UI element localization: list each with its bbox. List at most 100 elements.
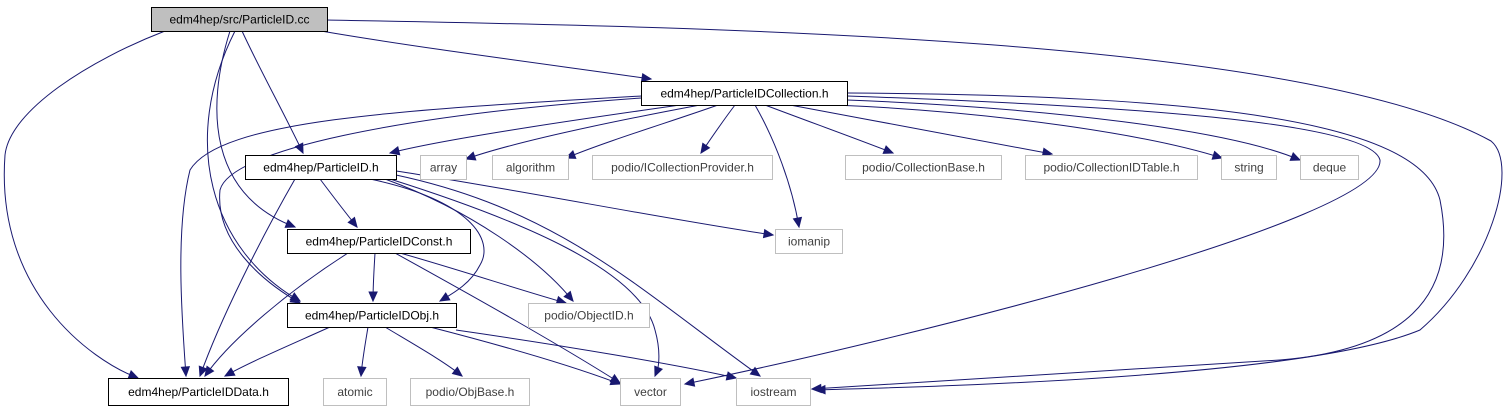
edge-arrowhead (180, 366, 191, 378)
edge-arrowhead (451, 366, 463, 377)
edge-line (326, 19, 1503, 391)
node-box (245, 155, 397, 180)
edge-arrowhead (127, 369, 140, 379)
node-label: string (1234, 161, 1263, 175)
edge-arrowhead (368, 291, 378, 303)
edge-arrowhead (223, 367, 236, 377)
edge-pid_coll-to-array (464, 104, 701, 161)
node-pid_h[interactable]: edm4hep/ParticleID.h (245, 155, 397, 180)
node-box (1300, 155, 1359, 180)
node-label: edm4hep/ParticleIDConst.h (306, 235, 453, 249)
node-pid_coll[interactable]: edm4hep/ParticleIDCollection.h (641, 81, 848, 106)
node-pid_cc[interactable]: edm4hep/src/ParticleID.cc (151, 7, 328, 32)
edge-arrowhead (762, 228, 775, 239)
node-objbase: podio/ObjBase.h (410, 378, 530, 406)
edge-line (224, 326, 331, 377)
node-collidtable: podio/CollectionIDTable.h (1025, 155, 1198, 180)
node-box (775, 229, 843, 254)
edge-line (199, 178, 296, 377)
edge-arrowhead (1211, 150, 1224, 160)
node-label: podio/ObjectID.h (544, 309, 633, 323)
edge-arrowhead (388, 146, 401, 156)
edge-pid_coll-to-pid_data (180, 95, 642, 378)
edge-line (384, 326, 463, 377)
node-label: deque (1313, 161, 1347, 175)
edge-arrowhead (654, 365, 664, 378)
node-vector: vector (620, 378, 681, 406)
edge-arrowhead (198, 365, 208, 378)
edge-pid_h-to-vector (389, 178, 664, 378)
edge-pid_cc-to-iostream (326, 19, 1503, 395)
edge-arrowhead (204, 365, 215, 377)
node-label: vector (634, 385, 667, 399)
node-box (592, 155, 773, 180)
node-label: podio/CollectionIDTable.h (1043, 161, 1179, 175)
node-box (620, 378, 681, 406)
edge-pid_cc-to-pid_data (3, 30, 166, 379)
node-array: array (420, 155, 467, 180)
edge-arrowhead (810, 383, 822, 394)
edge-line (389, 178, 660, 377)
edge-line (395, 170, 774, 236)
node-box (410, 378, 530, 406)
edge-line (465, 104, 701, 160)
edge-pid_coll-to-deque (846, 99, 1302, 161)
edge-line (241, 30, 304, 154)
node-label: iostream (750, 385, 796, 399)
node-iostream: iostream (736, 378, 811, 406)
edge-pid_coll-to-string (834, 104, 1224, 160)
edge-pid_coll-to-vector (683, 95, 1381, 387)
edge-pid_coll-to-icollprov (700, 104, 736, 155)
edge-pid_const-to-objectid (399, 252, 568, 306)
node-box (1025, 155, 1198, 180)
edge-line (320, 30, 652, 80)
node-algorithm: algorithm (492, 155, 569, 180)
edge-arrowhead (792, 216, 803, 229)
edge-pid_const-to-pid_obj (368, 252, 378, 303)
edge-pid_h-to-iostream (395, 174, 762, 377)
edge-pid_cc-to-pid_h (241, 30, 304, 155)
node-box (528, 303, 650, 328)
node-box (736, 378, 811, 406)
node-box (492, 155, 569, 180)
edge-arrowhead (464, 151, 477, 161)
edge-pid_obj-to-iostream (455, 329, 738, 381)
node-box (287, 229, 471, 254)
node-collbase: podio/CollectionBase.h (845, 155, 1002, 180)
node-string: string (1221, 155, 1277, 180)
node-label: array (430, 161, 457, 175)
edge-pid_obj-to-pid_data (223, 326, 331, 377)
node-pid_data[interactable]: edm4hep/ParticleIDData.h (108, 378, 289, 406)
edge-pid_coll-to-iostream (810, 92, 1445, 394)
node-box (323, 378, 387, 406)
edge-line (764, 104, 894, 154)
node-box (108, 378, 289, 406)
edge-line (204, 252, 349, 377)
node-pid_const[interactable]: edm4hep/ParticleIDConst.h (287, 229, 471, 254)
edge-line (565, 104, 719, 159)
edge-arrowhead (1289, 151, 1302, 161)
edge-line (219, 97, 642, 304)
edge-line (399, 252, 567, 304)
edge-pid_const-to-pid_data (204, 252, 349, 377)
node-label: podio/CollectionBase.h (862, 161, 985, 175)
node-label: edm4hep/ParticleID.h (263, 161, 378, 175)
node-label: edm4hep/ParticleIDData.h (128, 385, 269, 399)
node-pid_obj[interactable]: edm4hep/ParticleIDObj.h (287, 303, 457, 328)
edge-line (846, 99, 1301, 161)
edge-line (789, 104, 1053, 155)
node-label: edm4hep/ParticleIDCollection.h (660, 87, 828, 101)
edge-arrowhead (683, 377, 696, 387)
edge-pid_coll-to-collbase (764, 104, 895, 154)
edge-pid_h-to-pid_data (198, 178, 296, 378)
node-label: edm4hep/src/ParticleID.cc (169, 13, 309, 27)
edge-pid_obj-to-objbase (384, 326, 463, 377)
edge-line (207, 30, 301, 302)
node-deque: deque (1300, 155, 1359, 180)
edge-line (3, 30, 166, 379)
edge-pid_obj-to-atomic (357, 326, 369, 378)
edge-arrowhead (357, 366, 367, 378)
edge-line (684, 95, 1381, 385)
edge-line (384, 178, 574, 302)
edge-arrowhead (640, 72, 653, 83)
